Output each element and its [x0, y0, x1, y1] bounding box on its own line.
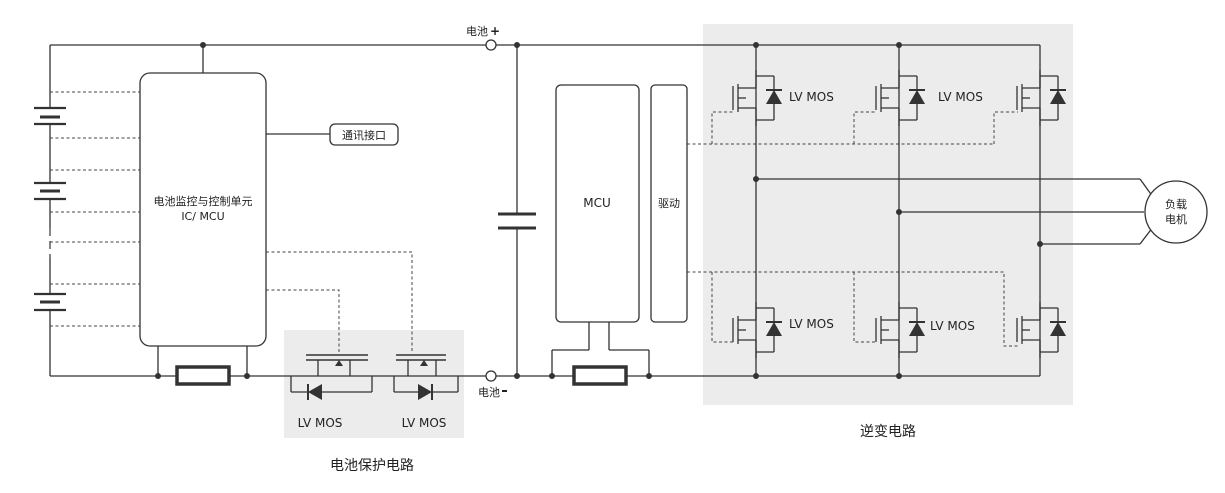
battery-cell-1: [34, 106, 66, 126]
driver-label: 驱动: [658, 197, 680, 210]
comm-port-box: [329, 123, 399, 146]
battery-neg-label: 电池: [478, 386, 500, 399]
inverter-mos-label-low-2: LV MOS: [930, 319, 975, 333]
protection-caption: 电池保护电路: [330, 458, 414, 474]
battery-cell-3: [34, 292, 66, 312]
battery-pos-terminal: [485, 39, 497, 51]
mcu-block: [555, 84, 640, 323]
inverter-mos-label-high-1: LV MOS: [789, 90, 834, 104]
inverter-mos-label-high-2: LV MOS: [938, 90, 983, 104]
inverter-mos-label-low-1: LV MOS: [789, 317, 834, 331]
protection-region: [284, 330, 464, 438]
control-lines: [50, 91, 1018, 352]
load-label-line1: 负载: [1165, 197, 1187, 211]
inverter-caption: 逆变电路: [860, 424, 916, 440]
driver-block: [650, 84, 688, 323]
shunt-resistor-battery: [175, 365, 231, 386]
bms-block: [139, 72, 267, 347]
junction-dots: [155, 42, 1043, 379]
inverter-region: [703, 24, 1073, 405]
minus-sign-icon: [502, 390, 507, 392]
motor-load-circle: [1144, 180, 1208, 244]
bms-label-line2: IC/ MCU: [181, 210, 224, 223]
plus-sign-icon: +: [490, 24, 500, 38]
bms-label-line1: 电池监控与控制单元: [154, 194, 253, 208]
capacitor: [498, 212, 536, 230]
battery-neg-terminal: [485, 370, 497, 382]
protection-mosfet-2: [393, 354, 459, 400]
shunt-resistor-inverter: [572, 365, 628, 386]
mcu-label: MCU: [583, 196, 611, 210]
battery-cell-2: [34, 181, 66, 201]
wires: [49, 44, 1154, 377]
comm-port-label: 通讯接口: [342, 129, 386, 142]
protection-mos-label-2: LV MOS: [402, 416, 447, 430]
load-label-line2: 电机: [1165, 212, 1187, 226]
protection-mosfet-1: [290, 354, 373, 400]
protection-mos-label-1: LV MOS: [298, 416, 343, 430]
battery-pos-label: 电池: [466, 25, 488, 38]
